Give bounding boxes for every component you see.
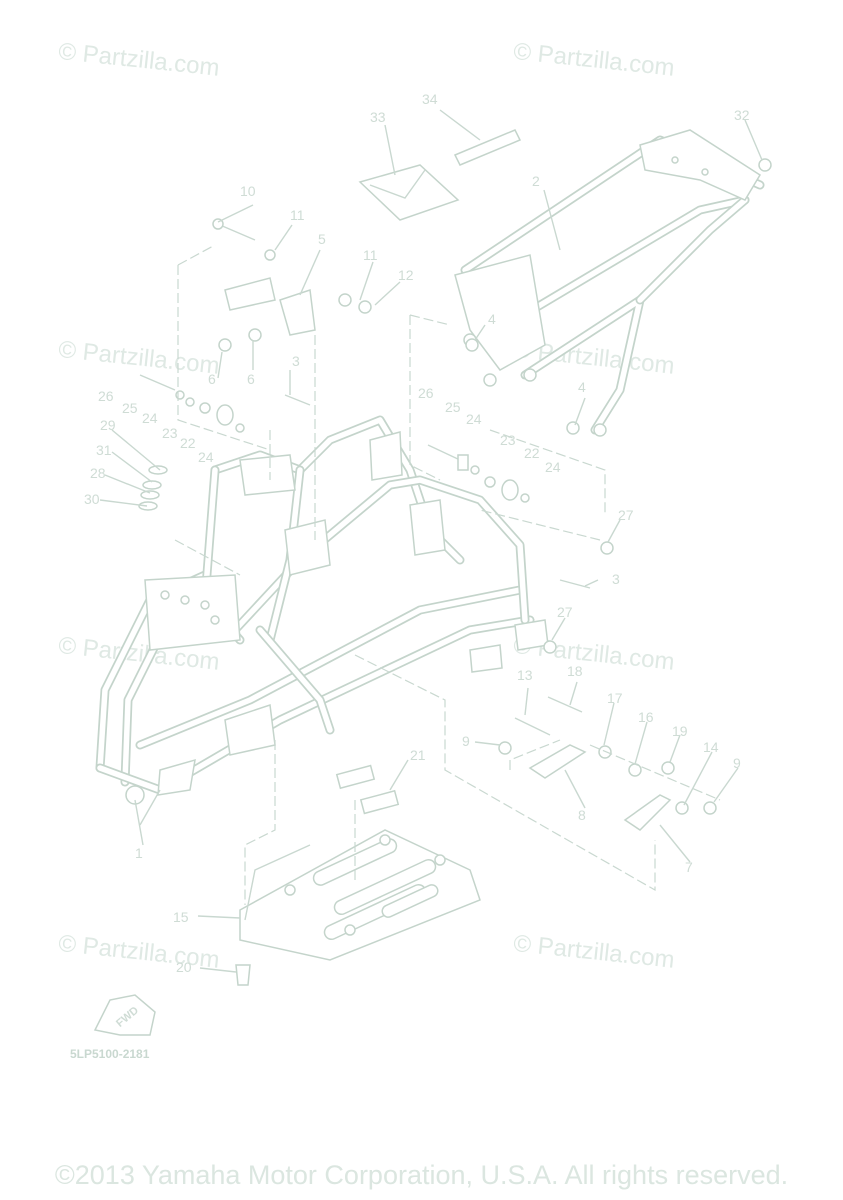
callout-4: 4 [488, 311, 496, 327]
callout-34: 34 [422, 91, 438, 107]
callout-20: 20 [176, 959, 192, 975]
small-parts [138, 129, 772, 986]
copyright-notice: ©2013 Yamaha Motor Corporation, U.S.A. A… [54, 1160, 789, 1190]
callout-23: 23 [162, 425, 178, 441]
callout-26: 26 [418, 385, 434, 401]
callout-3: 3 [292, 353, 300, 369]
callout-32: 32 [734, 107, 750, 123]
callout-28: 28 [90, 465, 106, 481]
callout-29: 29 [100, 417, 116, 433]
part-code: 5LP5100-2181 [70, 1047, 150, 1061]
callout-24: 24 [198, 449, 214, 465]
callout-27: 27 [557, 604, 573, 620]
callout-12: 12 [398, 267, 414, 283]
callout-31: 31 [96, 442, 112, 458]
callout-13: 13 [517, 667, 533, 683]
callout-24: 24 [545, 459, 561, 475]
reference-lines [174, 244, 721, 905]
callout-4: 4 [578, 379, 586, 395]
skid-plate [239, 829, 481, 961]
callout-labels: 1 2 3 3 4 4 5 6 6 7 8 9 9 10 11 11 12 13… [84, 91, 750, 975]
callout-26: 26 [98, 388, 114, 404]
callout-24: 24 [466, 411, 482, 427]
callout-16: 16 [638, 709, 654, 725]
callout-33: 33 [370, 109, 386, 125]
callout-10: 10 [240, 183, 256, 199]
callout-1: 1 [135, 845, 143, 861]
fwd-arrow-icon: FWD [93, 994, 156, 1036]
rear-subframe [454, 129, 765, 437]
callout-9: 9 [462, 733, 470, 749]
callout-7: 7 [685, 859, 693, 875]
callout-22: 22 [524, 445, 540, 461]
callout-9: 9 [733, 755, 741, 771]
callout-17: 17 [607, 690, 623, 706]
callout-6: 6 [208, 371, 216, 387]
leader-lines [99, 109, 763, 973]
callout-22: 22 [180, 435, 196, 451]
callout-21: 21 [410, 747, 426, 763]
callout-23: 23 [500, 432, 516, 448]
callout-6: 6 [247, 371, 255, 387]
main-frame [95, 415, 549, 805]
callout-3: 3 [612, 571, 620, 587]
callout-11: 11 [290, 207, 305, 223]
callout-19: 19 [672, 723, 688, 739]
callout-15: 15 [173, 909, 189, 925]
callout-2: 2 [532, 173, 540, 189]
callout-24: 24 [142, 410, 158, 426]
callout-25: 25 [122, 400, 138, 416]
callout-18: 18 [567, 663, 583, 679]
callout-8: 8 [578, 807, 586, 823]
callout-30: 30 [84, 491, 100, 507]
callout-14: 14 [703, 739, 719, 755]
callout-5: 5 [318, 231, 326, 247]
callout-25: 25 [445, 399, 461, 415]
callout-11: 11 [363, 247, 378, 263]
callout-27: 27 [618, 507, 634, 523]
